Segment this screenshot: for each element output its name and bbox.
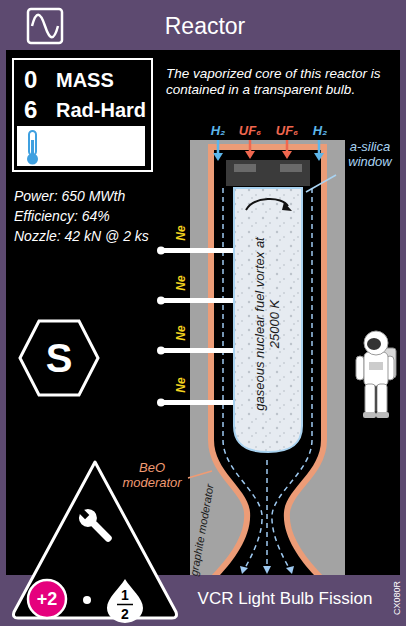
card-art-part [83,596,91,604]
thrust-circle: +2 [26,578,68,620]
card-art-part [157,297,165,305]
card-art-part [74,504,117,547]
card-title: Reactor [165,13,246,39]
card-art-part [365,384,375,414]
card-art-part [364,331,388,355]
feed-label: UF₆ [239,124,262,139]
card-art-part [160,298,233,303]
efficiency-stat: Efficiency: 64% [14,208,110,224]
card-art-part [32,15,58,38]
neon-injectors [157,247,233,407]
feed-arrows [213,140,324,161]
card-art-part [160,248,233,253]
reactor-housing [190,140,345,575]
card-art-part [367,338,381,350]
fuel-bulb-text: gaseous nuclear fuel vortex at 25000 K [253,219,283,429]
part-label: a-silica window [339,140,401,170]
card-art-part [282,202,292,211]
fuel-bulb: gaseous nuclear fuel vortex at 25000 K [232,186,304,456]
name-band-text: VCR Light Bulb Fission [185,589,385,609]
card-art-part [160,348,233,353]
size-hexagon: S [18,318,100,398]
card-art-part [249,140,252,152]
card-art-part [318,140,321,154]
stats-box-text: MASS [56,69,114,92]
card-art-part [157,399,165,407]
card-art-part [266,460,268,570]
card-art-part [286,566,294,574]
card-art-part [364,352,388,386]
feed-label: H₂ [211,124,225,139]
nozzle-stat: Nozzle: 42 kN @ 2 ks [14,228,149,244]
gas-label: Ne [175,225,189,240]
fuel-drop: 12 [105,578,145,624]
coolant-flow [223,188,312,570]
fuel-drop-text: 1 [121,587,129,603]
bulb-cap [226,160,310,186]
card-art-part [286,140,289,152]
card-art-part [245,151,255,159]
card-art-part [28,9,62,43]
card-art-part [369,362,383,370]
card-art-part [282,151,292,159]
gas-label: Ne [175,325,189,340]
card-art-part [234,164,256,172]
card-art-part [377,384,387,414]
reactor-type-icon [28,9,62,43]
card-art-part [234,188,302,452]
card-art-part [213,153,223,161]
name-band: VCR Light Bulb Fission+212 [0,575,406,626]
card-art-part [376,412,389,418]
beo-moderator-layer [214,150,321,575]
stats-box: 0 MASS 6 Rad-Hard [12,58,153,172]
card-art-part [240,566,248,574]
moderator-leader [188,471,212,478]
feed-label: UF₆ [276,124,299,139]
stats-box-text: Rad-Hard [56,99,146,122]
card-art-part [107,579,143,623]
flow-arrowheads [240,566,294,574]
window-leader [306,175,336,192]
power-stat: Power: 650 MWth [14,188,125,204]
reactor-cavity [214,150,321,575]
card-art-part [20,321,98,395]
card-art-part [363,412,376,418]
card-art-part [217,140,220,154]
stats-box-text: 0 [24,66,37,94]
card-art-part [117,604,133,606]
card-art-part [356,356,364,380]
card-art-part [314,153,324,161]
thrust-circle-text: +2 [37,589,58,610]
card-art-part [190,140,345,575]
fuel-drop-text: 2 [121,606,129,622]
card-art-part [17,126,145,166]
gas-label: Ne [175,275,189,290]
flavor-text: The vaporized core of this reactor is co… [166,66,402,97]
card-art-part [75,505,100,530]
card-art-part [160,400,233,405]
card-art-part [157,347,165,355]
card-art-part [78,508,89,519]
card-art-part [28,580,66,618]
stats-box-text: 6 [24,96,37,124]
astronaut-figure [356,331,396,418]
gas-label: Ne [175,377,189,392]
feed-label: H₂ [313,124,327,139]
card-art-part [27,154,38,165]
card-art-part [263,566,271,574]
size-hexagon-text: S [46,335,73,381]
card-art-part [280,164,302,172]
card-art-part [157,247,165,255]
card-art-part [246,199,288,210]
part-label: BeO moderator [116,461,188,491]
card-code: CX080R [392,581,402,615]
